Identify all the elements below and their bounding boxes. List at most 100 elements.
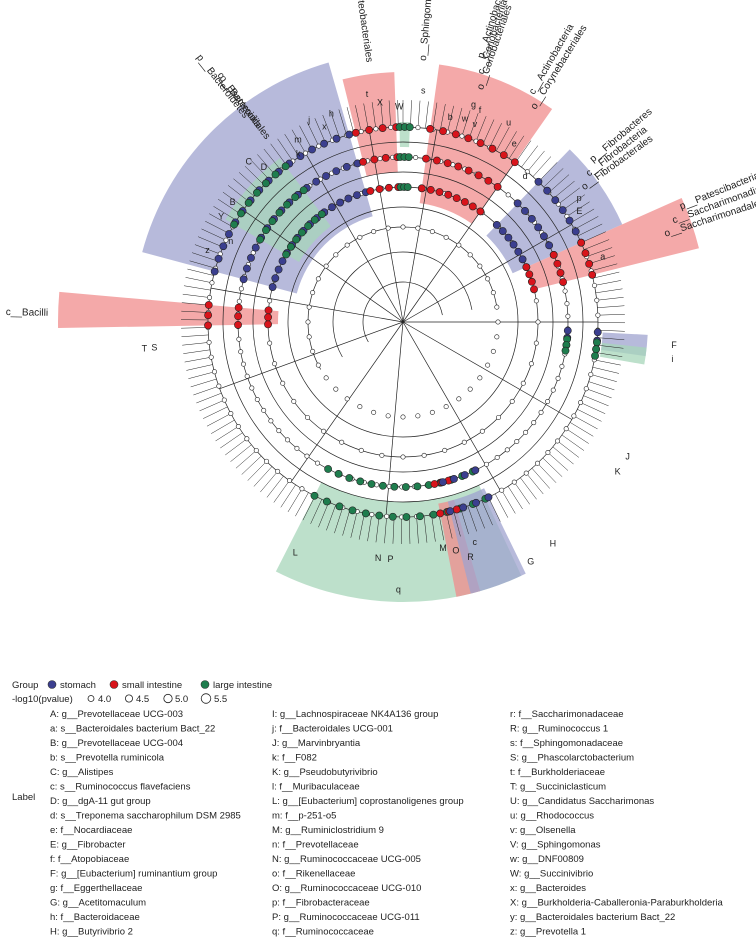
leaf-branch	[521, 145, 539, 168]
leaf-branch	[423, 515, 428, 543]
biomarker-node	[359, 158, 367, 166]
label-entry: I: g__Lachnospiraceae NK4A136 group	[272, 709, 438, 720]
tree-node	[538, 409, 544, 415]
biomarker-node	[286, 242, 295, 251]
biomarker-node	[588, 270, 597, 279]
leaf-branch	[597, 329, 625, 332]
tree-node	[264, 458, 270, 464]
biomarker-node	[342, 162, 351, 171]
tree-node	[280, 380, 286, 386]
leaf-letter: g	[471, 100, 476, 110]
biomarker-node	[381, 154, 390, 162]
label-entry: a: s__Bacteroidales bacterium Bact_22	[50, 724, 215, 735]
leaf-branch	[225, 438, 248, 456]
biomarker-node	[378, 481, 387, 490]
biomarker-node	[460, 471, 469, 479]
leaf-branch	[408, 516, 411, 544]
tree-node	[494, 334, 500, 340]
leaf-branch	[570, 208, 595, 223]
leaf-branch	[380, 101, 384, 129]
label-entry: f: f__Atopobiaceae	[50, 854, 129, 865]
biomarker-node	[446, 507, 455, 516]
biomarker-node	[344, 194, 353, 203]
leaf-branch	[314, 118, 326, 144]
leaf-branch	[326, 504, 336, 531]
tree-node	[429, 409, 435, 415]
biomarker-node	[271, 170, 280, 179]
tree-node	[545, 449, 551, 455]
biomarker-node	[452, 194, 461, 203]
leaf-branch	[270, 143, 287, 166]
tree-node	[531, 420, 537, 426]
leaf-letter: m	[294, 135, 302, 145]
tree-node	[238, 286, 244, 292]
biomarker-node	[540, 232, 548, 241]
leaf-branch	[190, 378, 217, 388]
biomarker-node	[282, 250, 290, 259]
tree-node	[594, 297, 600, 303]
tree-node	[244, 373, 250, 379]
label-entry: X: g__Burkholderia-Caballeronia-Paraburk…	[510, 898, 724, 909]
biomarker-node	[518, 255, 527, 264]
biomarker-node	[366, 187, 375, 195]
biomarker-node	[230, 220, 239, 229]
label-entry: o: f__Rikenellaceae	[272, 869, 355, 880]
leaf-branch	[447, 105, 454, 133]
leaf-branch	[263, 148, 282, 171]
tree-node	[240, 361, 246, 367]
size-label-4: 5.5	[214, 694, 227, 705]
biomarker-node	[239, 275, 248, 284]
leaf-letter: d	[523, 171, 528, 181]
tree-node	[235, 423, 241, 429]
leaf-branch	[295, 492, 309, 517]
leaf-branch	[284, 134, 300, 158]
leaf-branch	[334, 507, 343, 534]
tree-node	[253, 447, 259, 453]
leaf-letter: j	[307, 115, 310, 125]
leaf-branch	[501, 490, 516, 514]
tree-node	[535, 319, 541, 325]
label-title: Label	[12, 792, 35, 803]
biomarker-node	[498, 227, 507, 235]
biomarker-node	[204, 301, 213, 309]
tree-node	[249, 385, 255, 391]
leaf-letter: T	[142, 344, 148, 354]
group-legend: Group stomach small intestine large inte…	[12, 680, 272, 691]
biomarker-node	[436, 509, 445, 518]
tree-node	[244, 436, 250, 442]
tree-ring	[222, 141, 584, 503]
leaf-branch	[388, 100, 392, 128]
biomarker-node	[367, 480, 376, 488]
tree-ring	[332, 251, 473, 358]
leaf-branch	[355, 105, 362, 132]
label-entry: s: f__Sphingomonadaceae	[510, 738, 623, 749]
leaf-branch	[182, 293, 210, 298]
leaf-branch	[392, 516, 395, 544]
tree-node	[306, 334, 312, 340]
size-swatch-4	[200, 693, 212, 704]
biomarker-node	[444, 190, 453, 199]
biomarker-node	[299, 186, 308, 195]
size-swatch-2	[125, 694, 134, 703]
leaf-branch	[488, 497, 501, 522]
legend: Group stomach small intestine large inte…	[12, 680, 724, 937]
tree-node	[285, 437, 291, 443]
leaf-branch	[186, 364, 213, 371]
biomarker-node	[322, 497, 331, 506]
biomarker-node	[256, 235, 265, 244]
leaf-branch	[215, 426, 239, 442]
leaf-branch	[184, 356, 212, 363]
tree-node	[310, 290, 316, 296]
label-entry: U: g__Candidatus Saccharimonas	[510, 796, 654, 807]
leaf-branch	[185, 277, 213, 284]
tree-node	[268, 418, 274, 424]
leaf-letter: D	[261, 162, 268, 172]
tree-node	[509, 398, 515, 404]
leaf-branch	[291, 129, 306, 154]
biomarker-node	[204, 311, 213, 320]
tree-node	[299, 486, 305, 492]
leaf-branch	[416, 516, 419, 544]
label-entry: n: f__Prevotellaceae	[272, 840, 359, 851]
clade-highlight-large-intestine	[599, 342, 647, 365]
leaf-branch	[561, 434, 585, 451]
